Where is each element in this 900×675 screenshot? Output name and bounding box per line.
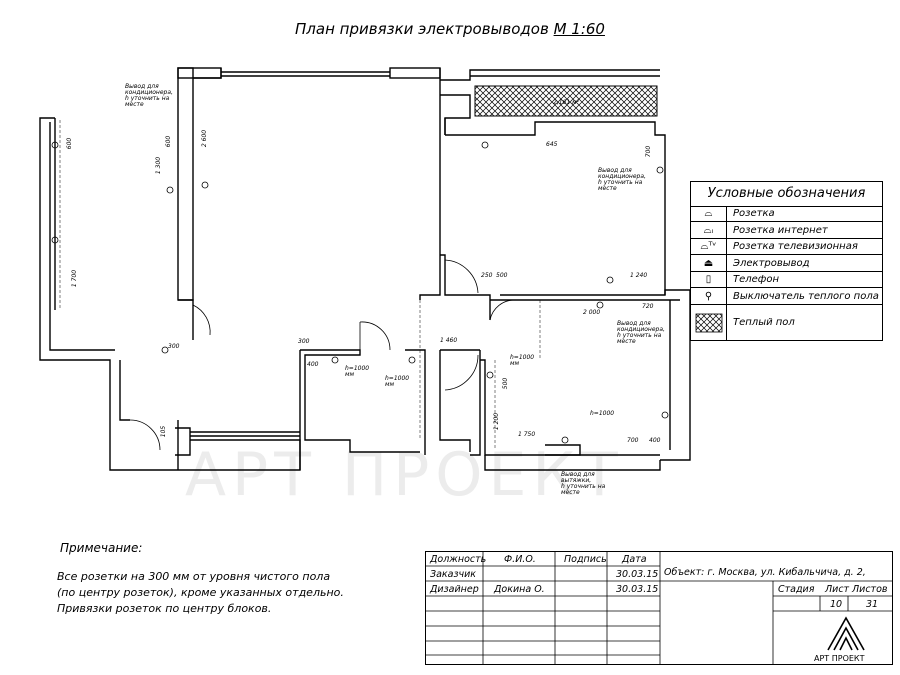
legend-row-heated-floor: Теплый пол <box>691 305 882 340</box>
legend-row-phone: ▯ Телефон <box>691 272 882 288</box>
stamp-sheet-label: Лист <box>825 584 850 595</box>
heated-floor-hatch <box>691 305 727 340</box>
dim-area: 2,161 м² <box>553 99 580 106</box>
dim-400a: 400 <box>307 361 319 368</box>
legend-row-tv: ⌓ᵀᵛ Розетка телевизионная <box>691 239 882 255</box>
stamp-row-designer-role: Дизайнер <box>430 584 479 595</box>
stamp-object: Объект: г. Москва, ул. Кибальчича, д. 2, <box>664 567 866 578</box>
socket-markers <box>51 141 669 444</box>
stamp-stage-label: Стадия <box>778 584 815 595</box>
title-scale: М 1:60 <box>553 20 605 38</box>
dim-1240: 1 240 <box>630 272 648 279</box>
stamp-row-designer-date: 30.03.15 <box>616 584 659 595</box>
internet-socket-icon: ⌓ᵢ <box>691 222 727 238</box>
note-line-1: Все розетки на 300 мм от уровня чистого … <box>57 570 331 583</box>
guide-lines <box>59 95 541 450</box>
phone-icon: ▯ <box>691 272 727 287</box>
dim-300b: 300 <box>298 338 310 345</box>
dim-600a: 600 <box>66 137 74 150</box>
dim-400b: 400 <box>649 437 661 444</box>
legend-row-floor-switch: ⚲ Выключатель теплого пола <box>691 288 882 305</box>
stamp-sheets-label: Листов <box>852 584 888 595</box>
dim-600b: 600 <box>165 135 173 148</box>
heated-floor-zone <box>474 85 658 117</box>
floor-heating-switch-icon: ⚲ <box>691 288 727 304</box>
dim-2000: 2 000 <box>583 309 601 316</box>
note-line-3: Привязки розеток по центру блоков. <box>57 602 272 615</box>
dim-700a: 700 <box>645 145 653 158</box>
stamp-logo-text: АРТ ПРОЕКТ <box>814 654 865 663</box>
stamp-row-customer-role: Заказчик <box>430 569 477 580</box>
dim-700b: 700 <box>627 437 639 444</box>
stamp-row-customer-date: 30.03.15 <box>616 569 659 580</box>
stamp-header-role: Должность <box>430 554 487 565</box>
dim-720: 720 <box>642 303 654 310</box>
stamp-sheets-total: 31 <box>866 599 879 610</box>
height-1000d: h=1000 <box>590 410 615 417</box>
page-title: План привязки электровыводов М 1:60 <box>0 20 900 38</box>
stamp-header-signature: Подпись <box>564 554 607 565</box>
height-1000b: h=1000 <box>385 375 410 382</box>
mm-label-b: мм <box>385 381 395 388</box>
height-1000a: h=1000 <box>345 365 370 372</box>
door-swings <box>129 259 516 451</box>
stamp-header-date: Дата <box>622 554 647 565</box>
legend-row-outlet: ⏏ Электровывод <box>691 255 882 272</box>
dim-1300: 1 300 <box>155 156 163 175</box>
tv-socket-icon: ⌓ᵀᵛ <box>691 239 727 254</box>
dim-500a: 500 <box>496 272 508 279</box>
dim-645: 645 <box>546 141 558 148</box>
art-project-logo-icon <box>827 616 865 651</box>
stamp-row-designer-name: Докина О. <box>494 584 545 595</box>
dim-1200: 1 200 <box>493 412 501 431</box>
stamp-header-name: Ф.И.О. <box>504 554 536 565</box>
mm-label-c: мм <box>510 360 520 367</box>
mm-label-a: мм <box>345 371 355 378</box>
dim-105: 105 <box>160 425 168 438</box>
socket-icon: ⌓ <box>691 206 727 221</box>
legend-header: Условные обозначения <box>691 182 882 207</box>
title-block: Должность Ф.И.О. Подпись Дата Заказчик 3… <box>425 551 893 665</box>
legend-row-socket: ⌓ Розетка <box>691 206 882 222</box>
notes-title: Примечание: <box>60 541 143 555</box>
height-1000c: h=1000 <box>510 354 535 361</box>
legend-row-internet: ⌓ᵢ Розетка интернет <box>691 222 882 239</box>
electrical-outlet-icon: ⏏ <box>691 255 727 271</box>
dim-500b: 500 <box>502 377 510 390</box>
walls <box>39 67 691 471</box>
stamp-sheet-number: 10 <box>830 599 843 610</box>
legend: Условные обозначения ⌓ Розетка ⌓ᵢ Розетк… <box>690 181 883 341</box>
dim-1750: 1 750 <box>518 431 536 438</box>
note-line-2: (по центру розеток), кроме указанных отд… <box>57 586 344 599</box>
dim-1700: 1 700 <box>71 269 79 288</box>
dim-2600: 2 600 <box>201 129 209 148</box>
dim-250: 250 <box>481 272 493 279</box>
dim-1460: 1 460 <box>440 337 458 344</box>
dim-300a: 300 <box>168 343 180 350</box>
title-main: План привязки электровыводов <box>295 20 549 38</box>
